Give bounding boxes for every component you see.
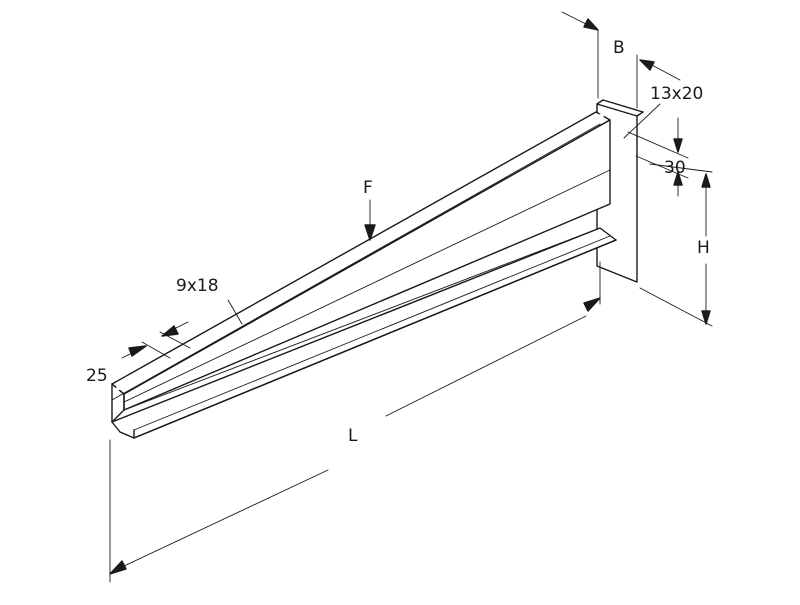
label-slot-height: 30 xyxy=(664,158,686,178)
mounting-plate-side xyxy=(636,111,644,117)
dim-25-arrow-b xyxy=(161,325,179,337)
flange-lower-edge xyxy=(133,239,617,439)
rail-slot xyxy=(247,307,260,317)
dim-h-ext-bottom xyxy=(639,287,713,327)
rail-slot xyxy=(526,150,539,160)
dim-l-line-b xyxy=(385,315,587,417)
profile-fold-2 xyxy=(111,123,601,401)
rail-slot xyxy=(592,113,604,123)
rail-slot xyxy=(280,289,292,298)
dim-25-ext-a xyxy=(141,341,171,359)
rail-slot xyxy=(559,132,572,141)
dim-slot-mount-leader xyxy=(623,103,661,139)
force-arrow-head xyxy=(364,224,376,241)
dim-h-arrow-bottom xyxy=(701,310,711,325)
rail-slot xyxy=(477,178,489,187)
dim-30-ext-top xyxy=(627,131,689,159)
rail-slot xyxy=(329,261,342,271)
rail-slot xyxy=(132,372,145,381)
rail-slot xyxy=(378,233,391,243)
dim-h-arrow-top xyxy=(701,173,711,188)
mounting-plate-edge xyxy=(596,99,604,105)
rail-slot xyxy=(296,280,309,289)
label-slot-rail: 9x18 xyxy=(176,276,219,296)
dim-slot-rail-leader xyxy=(227,299,243,325)
rail-slot xyxy=(362,243,375,252)
rail-slot xyxy=(116,381,128,391)
rail-slot xyxy=(444,197,457,206)
dim-l-arrow-right xyxy=(583,297,601,312)
rail-slot xyxy=(428,206,440,215)
dim-30-arrow-bottom xyxy=(673,171,683,186)
profile-fold-1 xyxy=(123,169,611,403)
rail-slot xyxy=(198,335,210,344)
rail-slot xyxy=(345,252,358,261)
rail-slot xyxy=(395,224,407,234)
label-edge: 25 xyxy=(86,366,108,386)
rail-slot-row xyxy=(116,113,604,391)
label-l: L xyxy=(348,426,358,446)
dim-h-ext-top xyxy=(649,163,713,173)
rail-slot xyxy=(411,215,424,224)
rail-slot xyxy=(231,317,243,326)
rail-slot xyxy=(460,187,473,197)
label-b: B xyxy=(613,38,625,58)
dim-25-arrow-a xyxy=(128,345,147,357)
rail-slot xyxy=(181,344,194,354)
mounting-plate-top xyxy=(602,99,644,113)
label-force: F xyxy=(363,178,373,198)
dim-b-arrow-left xyxy=(583,18,599,31)
rail-slot xyxy=(493,169,506,178)
flange-lip xyxy=(111,409,125,423)
label-slot-mount: 13x20 xyxy=(650,84,704,104)
flange-inner-2 xyxy=(133,235,611,431)
rail-slot xyxy=(165,354,178,363)
rail-slot xyxy=(575,123,588,132)
rail-slot xyxy=(510,160,522,169)
rail-slot xyxy=(313,270,325,280)
dim-l-line-a xyxy=(123,469,329,567)
label-h: H xyxy=(697,238,710,258)
rail-slot xyxy=(214,326,227,335)
dim-30-arrow-top xyxy=(673,138,683,153)
flange-inner-1 xyxy=(123,227,601,411)
dim-l-arrow-left xyxy=(109,560,127,575)
mounting-slot xyxy=(614,136,624,154)
dim-b-arrow-right-line xyxy=(649,63,681,81)
dim-b-arrow-right xyxy=(639,59,655,71)
rail-slot xyxy=(148,363,161,372)
rail-slot xyxy=(542,141,555,150)
rail-slot xyxy=(263,298,276,307)
